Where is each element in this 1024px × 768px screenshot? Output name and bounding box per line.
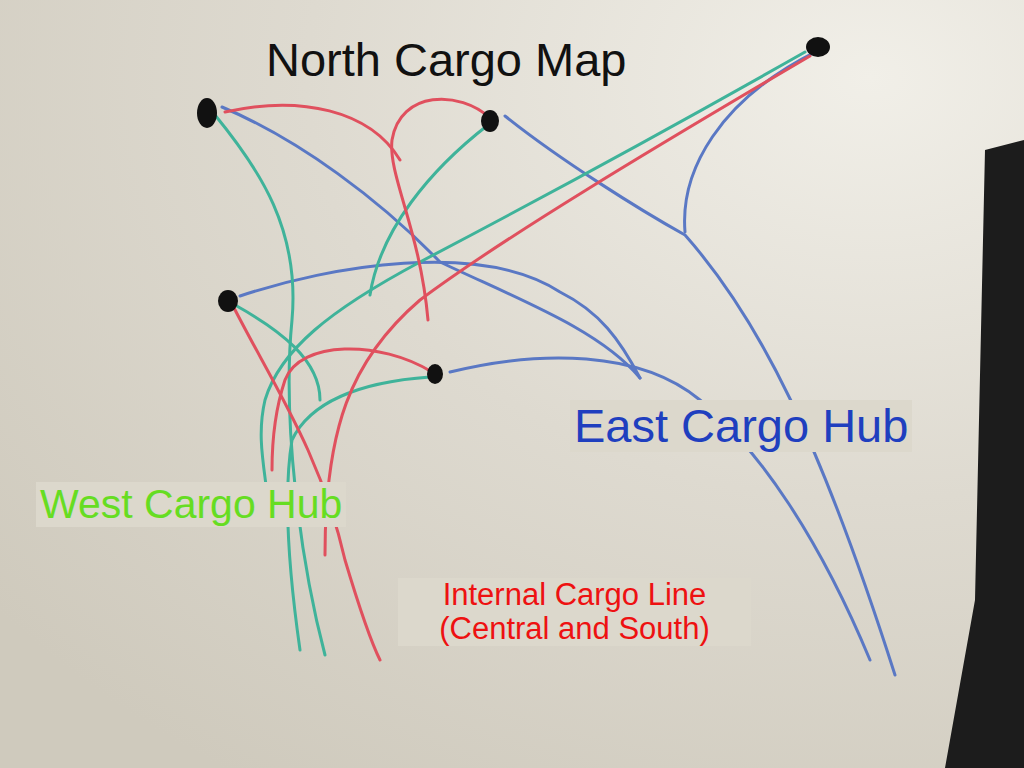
stop-dots [197, 37, 830, 384]
hub-label: East Cargo Hub [570, 400, 912, 452]
line-label: Internal Cargo Line (Central and South) [398, 578, 751, 646]
map-title: North Cargo Map [262, 34, 631, 86]
board-frame [945, 140, 1024, 768]
route-lines [215, 52, 895, 675]
hub-label: West Cargo Hub [36, 482, 346, 527]
